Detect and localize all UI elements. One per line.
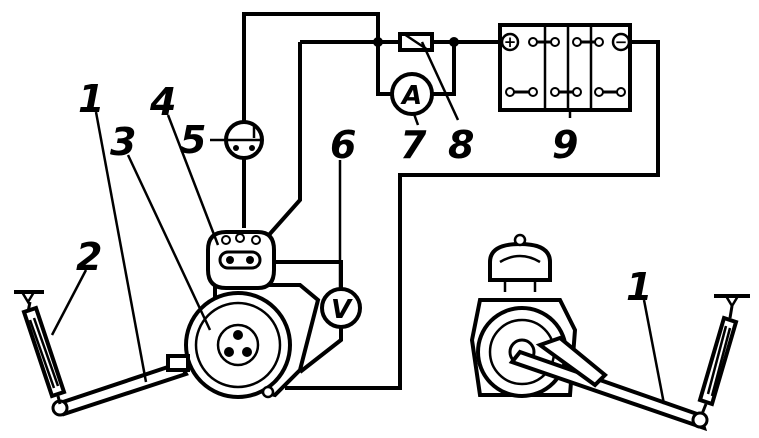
voltmeter-6: V — [320, 287, 362, 329]
battery-minus-symbol: − — [615, 33, 628, 51]
callout-2: 2 — [76, 235, 102, 279]
starter-motor-left — [184, 230, 321, 399]
cell-link — [528, 37, 604, 47]
solenoid-4 — [206, 230, 276, 290]
callout-3: 3 — [110, 120, 136, 164]
ammeter-7: A — [390, 72, 434, 116]
battery-plus-symbol: + — [504, 33, 517, 51]
voltmeter-symbol: V — [331, 295, 353, 325]
callout-7: 7 — [400, 123, 427, 167]
leader-lines — [50, 41, 666, 405]
junction-dot — [373, 37, 383, 47]
junction-dot — [449, 37, 459, 47]
switch-5 — [210, 120, 264, 160]
lever-left — [51, 354, 190, 417]
callout-1-right: 1 — [626, 265, 652, 309]
callout-5: 5 — [180, 118, 206, 162]
callout-1-left: 1 — [78, 77, 104, 121]
cell-link — [505, 87, 626, 97]
wiring — [242, 12, 660, 390]
lever-right — [508, 335, 709, 432]
callout-8: 8 — [448, 123, 474, 167]
callout-9: 9 — [552, 123, 578, 167]
spring-scale-2-left — [14, 290, 67, 405]
ammeter-symbol: A — [400, 81, 422, 111]
callout-6: 6 — [330, 123, 356, 167]
spring-scale-2-right — [697, 294, 750, 415]
battery-9: + − — [498, 23, 632, 112]
callout-4: 4 — [149, 80, 176, 124]
